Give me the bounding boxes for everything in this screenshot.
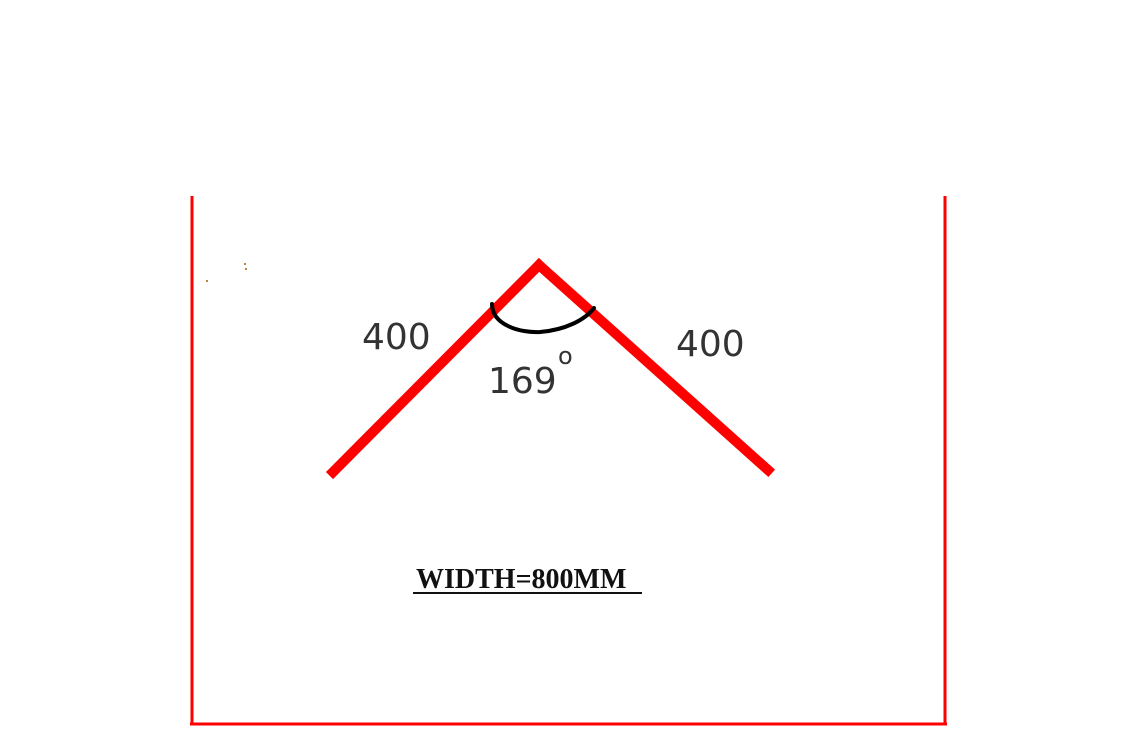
angle-value-label: 169 [488,361,557,402]
width-caption: WIDTH=800MM [413,564,642,595]
angle-arc [490,302,596,335]
bent-profile [325,257,776,480]
profile-left-leg [325,257,547,480]
left-leg-length-label: 400 [362,317,431,358]
profile-right-leg [531,257,776,478]
right-leg-length-label: 400 [676,324,745,365]
angle-degree-mark: o [558,342,573,370]
stray-marks [206,263,247,282]
frame-border [190,196,947,726]
width-caption-text: WIDTH=800MM [416,564,626,595]
